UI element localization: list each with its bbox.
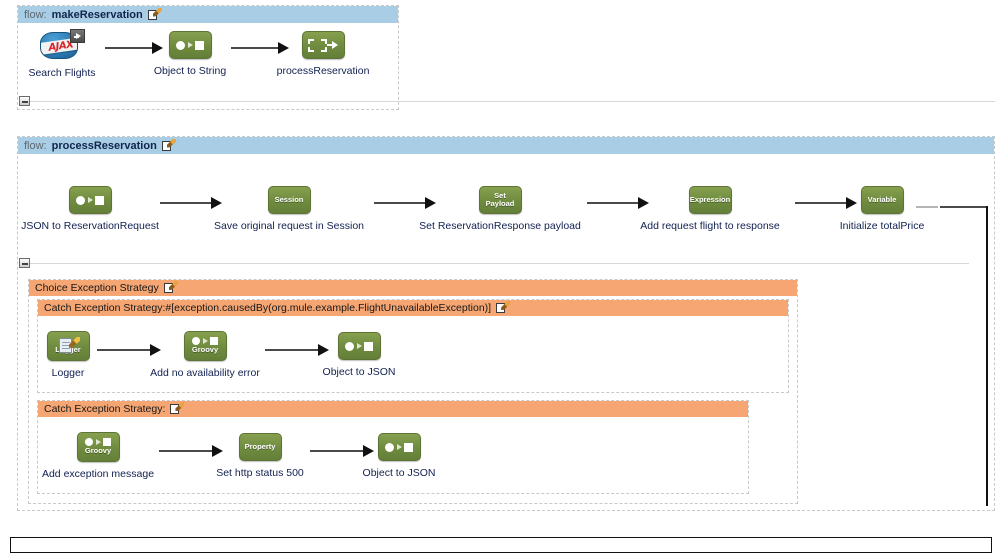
node-caption: Object to JSON	[322, 366, 396, 378]
node-add-no-availability-error[interactable]: Groovy Add no availability error	[150, 331, 260, 379]
node-caption: Set http status 500	[216, 467, 304, 479]
edit-pencil-icon[interactable]	[161, 138, 176, 152]
connector-arrow	[587, 197, 649, 209]
flow-keyword-label: flow:	[24, 8, 47, 21]
node-process-reservation-ref[interactable]: processReservation	[277, 31, 369, 77]
flow-name-label: processReservation	[51, 139, 157, 152]
node-search-flights[interactable]: AJAX Search Flights	[28, 29, 96, 79]
node-json-to-reservation-request[interactable]: JSON to ReservationRequest	[21, 186, 159, 232]
node-logger[interactable]: Logger Logger	[45, 331, 91, 379]
flow-header-processReservation[interactable]: flow: processReservation	[18, 137, 994, 154]
connector-arrow	[795, 197, 857, 209]
node-caption: Set ReservationResponse payload	[419, 220, 581, 232]
node-caption: Object to JSON	[362, 467, 436, 479]
edit-pencil-icon[interactable]	[147, 7, 162, 21]
node-object-to-json-1[interactable]: Object to JSON	[323, 332, 395, 378]
connector-arrow	[374, 197, 436, 209]
node-caption: JSON to ReservationRequest	[21, 220, 159, 232]
catch-exception-strategy-header-1[interactable]: Catch Exception Strategy:#[exception.cau…	[38, 300, 788, 316]
tile-label: Property	[244, 441, 276, 451]
catch-exception-strategy-label: Catch Exception Strategy:	[44, 403, 166, 415]
node-add-exception-message[interactable]: Groovy Add exception message	[42, 432, 154, 480]
flow-header-makeReservation[interactable]: flow: makeReservation	[18, 6, 398, 23]
property-icon: Property	[238, 433, 282, 461]
tile-label: Groovy	[84, 446, 112, 456]
node-caption: Object to String	[153, 65, 227, 77]
edit-pencil-icon[interactable]	[170, 402, 185, 415]
groovy-transformer-icon: Groovy	[76, 432, 120, 462]
flow-name-label: makeReservation	[51, 8, 143, 21]
collapse-handle-icon[interactable]	[19, 96, 30, 106]
transformer-icon	[377, 433, 421, 461]
flow-wrap-connector	[916, 206, 990, 506]
edit-pencil-icon[interactable]	[496, 301, 511, 314]
node-caption: Add exception message	[41, 468, 155, 480]
expression-icon: Expression	[688, 186, 732, 214]
connector-arrow	[265, 344, 329, 356]
node-caption: Add request flight to response	[640, 220, 780, 232]
choice-exception-strategy-label: Choice Exception Strategy	[35, 282, 159, 294]
tile-label: Session	[274, 194, 304, 204]
transformer-icon	[168, 31, 212, 59]
groovy-transformer-icon: Groovy	[183, 331, 227, 361]
logger-icon: Logger	[46, 331, 90, 361]
connector-arrow	[105, 42, 163, 54]
tile-label: Expression	[689, 194, 731, 204]
session-variable-icon: Session	[267, 186, 311, 214]
connector-arrow	[97, 344, 161, 356]
tile-label: Groovy	[191, 345, 219, 355]
node-object-to-json-2[interactable]: Object to JSON	[363, 433, 435, 479]
flow-ref-icon	[301, 31, 345, 59]
node-caption: processReservation	[276, 65, 370, 77]
choice-exception-strategy-header[interactable]: Choice Exception Strategy	[29, 280, 797, 296]
tile-label: Variable	[867, 194, 897, 204]
transformer-icon	[68, 186, 112, 214]
node-caption: Logger	[51, 367, 85, 379]
catch-exception-strategy-label: Catch Exception Strategy:#[exception.cau…	[44, 302, 492, 314]
flow-section-rule	[30, 262, 969, 264]
flow-section-handle[interactable]	[19, 258, 969, 268]
node-add-request-flight-to-response[interactable]: Expression Add request flight to respons…	[640, 186, 780, 232]
connector-arrow	[159, 445, 223, 457]
variable-icon: Variable	[860, 186, 904, 214]
node-caption: Save original request in Session	[214, 220, 365, 232]
node-initialize-totalprice[interactable]: Variable Initialize totalPrice	[840, 186, 924, 232]
catch-exception-strategy-header-2[interactable]: Catch Exception Strategy:	[38, 401, 748, 417]
flow-keyword-label: flow:	[24, 139, 47, 152]
collapse-handle-icon[interactable]	[19, 258, 30, 268]
connector-arrow	[310, 445, 374, 457]
node-object-to-string[interactable]: Object to String	[154, 31, 226, 77]
edit-pencil-icon[interactable]	[163, 281, 178, 294]
connector-arrow	[160, 197, 222, 209]
add-badge-icon	[70, 29, 85, 43]
node-set-http-status-500[interactable]: Property Set http status 500	[216, 433, 304, 479]
flow-end-rule	[30, 100, 995, 102]
node-caption: Initialize totalPrice	[839, 220, 925, 232]
ajax-connector-icon: AJAX	[39, 29, 85, 61]
node-save-original-request-in-session[interactable]: Session Save original request in Session	[214, 186, 364, 232]
node-caption: Search Flights	[28, 67, 96, 79]
connector-arrow	[231, 42, 289, 54]
node-caption: Add no availability error	[150, 367, 260, 379]
bottom-console-panel[interactable]	[10, 537, 992, 553]
flow-end-handle-makeReservation[interactable]	[19, 96, 995, 106]
transformer-icon	[337, 332, 381, 360]
